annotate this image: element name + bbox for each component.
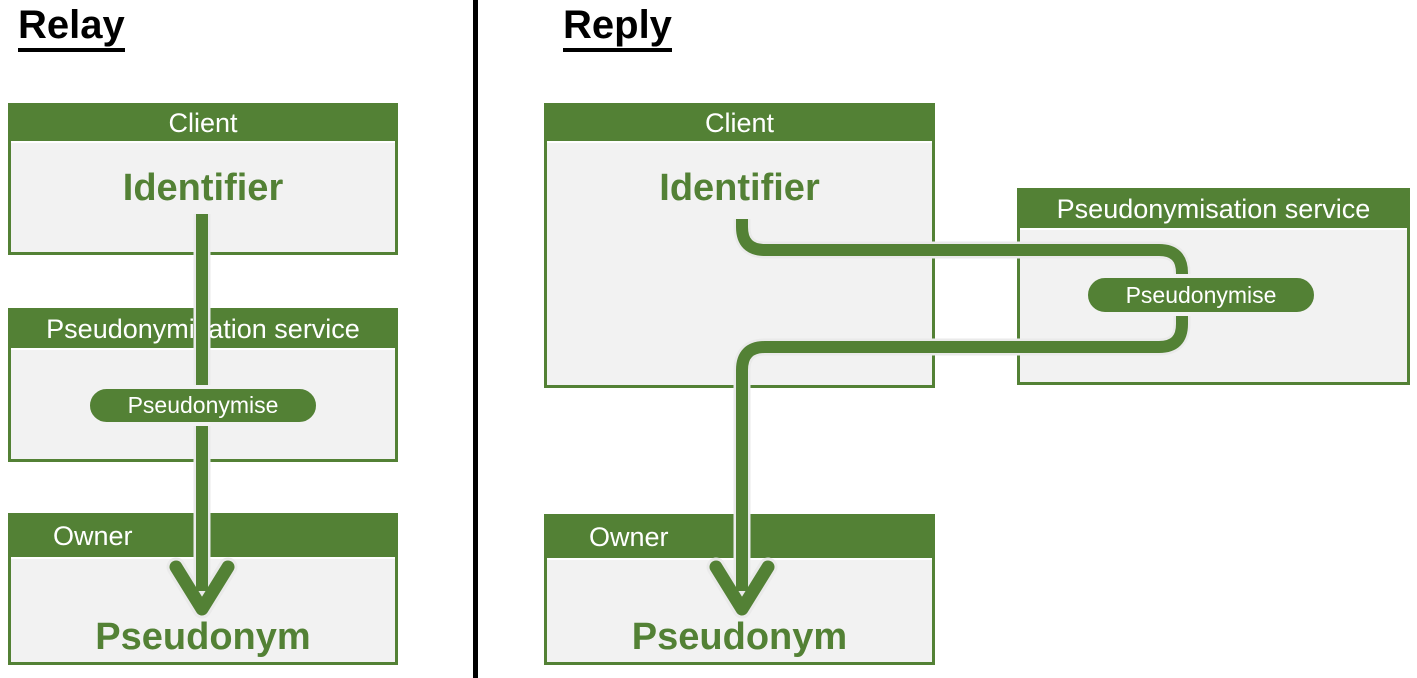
reply-service-header: Pseudonymisation service: [1020, 191, 1407, 230]
relay-pseudonym-label: Pseudonym: [95, 616, 311, 658]
relay-title: Relay: [18, 3, 125, 52]
relay-pseudonymise-pill: Pseudonymise: [86, 385, 320, 426]
relay-identifier-label: Identifier: [122, 167, 284, 209]
reply-title: Reply: [563, 3, 672, 52]
reply-owner-header: Owner: [547, 517, 932, 560]
relay-client-header: Client: [11, 106, 395, 143]
relay-owner-header: Owner: [11, 516, 395, 559]
reply-client-box: Client: [544, 103, 935, 388]
relay-service-header: Pseudonymisation service: [11, 311, 395, 350]
reply-pseudonymise-pill: Pseudonymise: [1084, 274, 1318, 316]
reply-pseudonym-label: Pseudonym: [631, 616, 848, 658]
panel-divider: [473, 0, 478, 678]
reply-client-header: Client: [547, 106, 932, 143]
reply-identifier-label: Identifier: [659, 167, 820, 209]
